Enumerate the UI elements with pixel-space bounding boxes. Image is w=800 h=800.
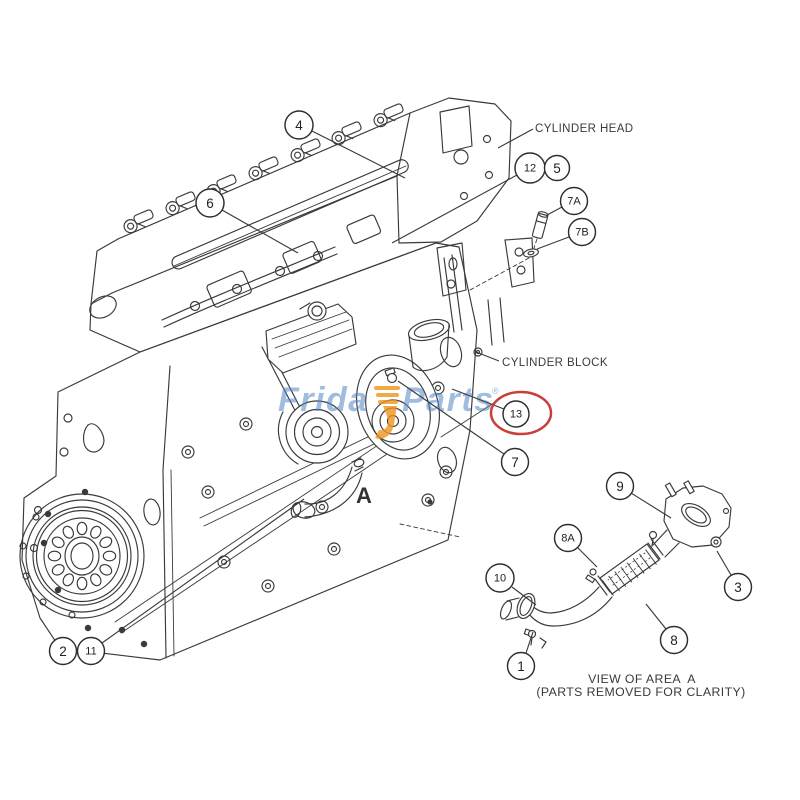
block-bolt-bosses <box>181 381 453 593</box>
callout-12-number: 12 <box>524 163 536 175</box>
callout-9-number: 9 <box>616 479 624 494</box>
callout-7A-balloon <box>559 186 589 216</box>
highlight-ellipse <box>489 390 553 436</box>
view-subtitle: (PARTS REMOVED FOR CLARITY) <box>536 685 745 699</box>
labels-layer: CYLINDER HEAD CYLINDER BLOCK A VIEW OF A… <box>356 123 745 699</box>
callout-7B-number: 7B <box>575 227 588 239</box>
callout-3-balloon <box>723 572 753 602</box>
watermark-right-text: Parts <box>402 381 495 419</box>
callout-5-balloon <box>543 154 571 182</box>
valve-train-drawing <box>123 103 404 234</box>
callout-1-number: 1 <box>517 659 525 674</box>
cylinder-block-drawing <box>21 237 535 661</box>
callout-9: 9 <box>605 471 672 519</box>
callout-5: 5 <box>543 154 571 182</box>
callout-1-leader <box>525 631 534 654</box>
callout-1: 1 <box>506 631 536 681</box>
callout-6-leader <box>221 209 299 254</box>
callout-10: 10 <box>485 563 537 606</box>
cylinder-head-drawing <box>89 97 512 353</box>
view-title: VIEW OF AREA A <box>588 672 696 686</box>
callout-11-leader <box>101 498 305 644</box>
callout-6-number: 6 <box>206 196 214 211</box>
callout-2: 2 <box>48 636 78 666</box>
flywheel-bolt-holes <box>47 521 117 591</box>
callout-7B: 7B <box>536 217 597 250</box>
bellows-clamp-lower-drawing <box>585 568 611 596</box>
callout-9-balloon <box>605 471 635 501</box>
stud-part-drawing <box>531 211 549 249</box>
callout-8-number: 8 <box>670 633 678 648</box>
callout-4: 4 <box>284 110 406 179</box>
cylinder-block-leader <box>475 351 500 362</box>
callout-13-number: 13 <box>510 409 522 421</box>
callout-4-balloon <box>284 110 314 140</box>
exhaust-elbow-inset-drawing <box>499 480 732 649</box>
air-inlet-pipe-drawing <box>407 318 451 372</box>
oil-cooler-drawing <box>265 301 357 374</box>
callout-4-leader <box>311 130 406 179</box>
callout-8-balloon <box>659 625 689 655</box>
callout-9-leader <box>630 492 672 519</box>
fuel-line-drawing <box>161 246 338 328</box>
callout-10-leader <box>511 586 537 606</box>
flywheel-housing-drawing <box>19 493 145 619</box>
cylinder-head-label: CYLINDER HEAD <box>535 123 634 135</box>
watermark-left-text: Frida <box>278 381 369 419</box>
callout-6-balloon <box>195 188 225 218</box>
callout-8A-number: 8A <box>561 533 575 545</box>
callout-7A-leader <box>546 206 563 216</box>
callout-4-number: 4 <box>295 118 303 133</box>
bellows-drawing <box>599 543 660 596</box>
callout-8-leader <box>645 603 667 630</box>
area-a-marker: A <box>356 483 372 508</box>
callout-7A-number: 7A <box>567 196 581 208</box>
callout-7-number: 7 <box>511 455 519 470</box>
cylinder-block-label: CYLINDER BLOCK <box>502 357 608 369</box>
bellows-clamp-upper-drawing <box>647 530 664 560</box>
callout-7A: 7A <box>546 186 589 216</box>
callout-10-number: 10 <box>494 573 506 585</box>
callout-7: 7 <box>397 380 530 477</box>
callout-13-leader <box>451 388 505 410</box>
callout-12-leader <box>391 174 518 244</box>
inlet-elbow-drawing <box>499 586 613 649</box>
watermark-registered-mark: ® <box>492 386 499 396</box>
callout-10-balloon <box>485 563 515 593</box>
callout-11-balloon <box>76 636 106 666</box>
callout-2-balloon <box>48 636 78 666</box>
cylinder-head-leader <box>497 128 534 149</box>
callout-2-number: 2 <box>59 644 67 659</box>
hose-clamp-drawing <box>523 628 547 649</box>
callout-5-number: 5 <box>553 161 561 176</box>
valve-cover-rail-drawing <box>171 159 409 270</box>
callout-7B-leader <box>536 236 570 250</box>
compressor-housing-drawing <box>277 400 349 465</box>
callout-11-number: 11 <box>85 646 96 658</box>
watermark: Frida Parts ® <box>278 381 499 439</box>
washer-part-drawing <box>469 248 539 291</box>
callout-11: 11 <box>76 498 305 666</box>
callout-6: 6 <box>195 188 299 254</box>
callout-8A-leader <box>576 546 598 568</box>
exhaust-flange-drawing <box>663 480 732 548</box>
callout-3: 3 <box>716 550 753 602</box>
callout-7B-balloon <box>567 217 597 247</box>
callout-8: 8 <box>645 603 689 655</box>
callout-3-leader <box>716 550 732 576</box>
callout-8A: 8A <box>553 523 598 568</box>
callout-13: 13 <box>451 388 530 428</box>
callout-8A-balloon <box>553 523 583 553</box>
callout-1-balloon <box>506 651 536 681</box>
callout-13-balloon <box>502 400 530 428</box>
callout-3-number: 3 <box>734 580 742 595</box>
callout-7-balloon <box>500 447 530 477</box>
watermark-lightning-icon <box>374 386 400 439</box>
callout-7-leader <box>397 380 505 455</box>
highlight-layer <box>489 390 553 436</box>
